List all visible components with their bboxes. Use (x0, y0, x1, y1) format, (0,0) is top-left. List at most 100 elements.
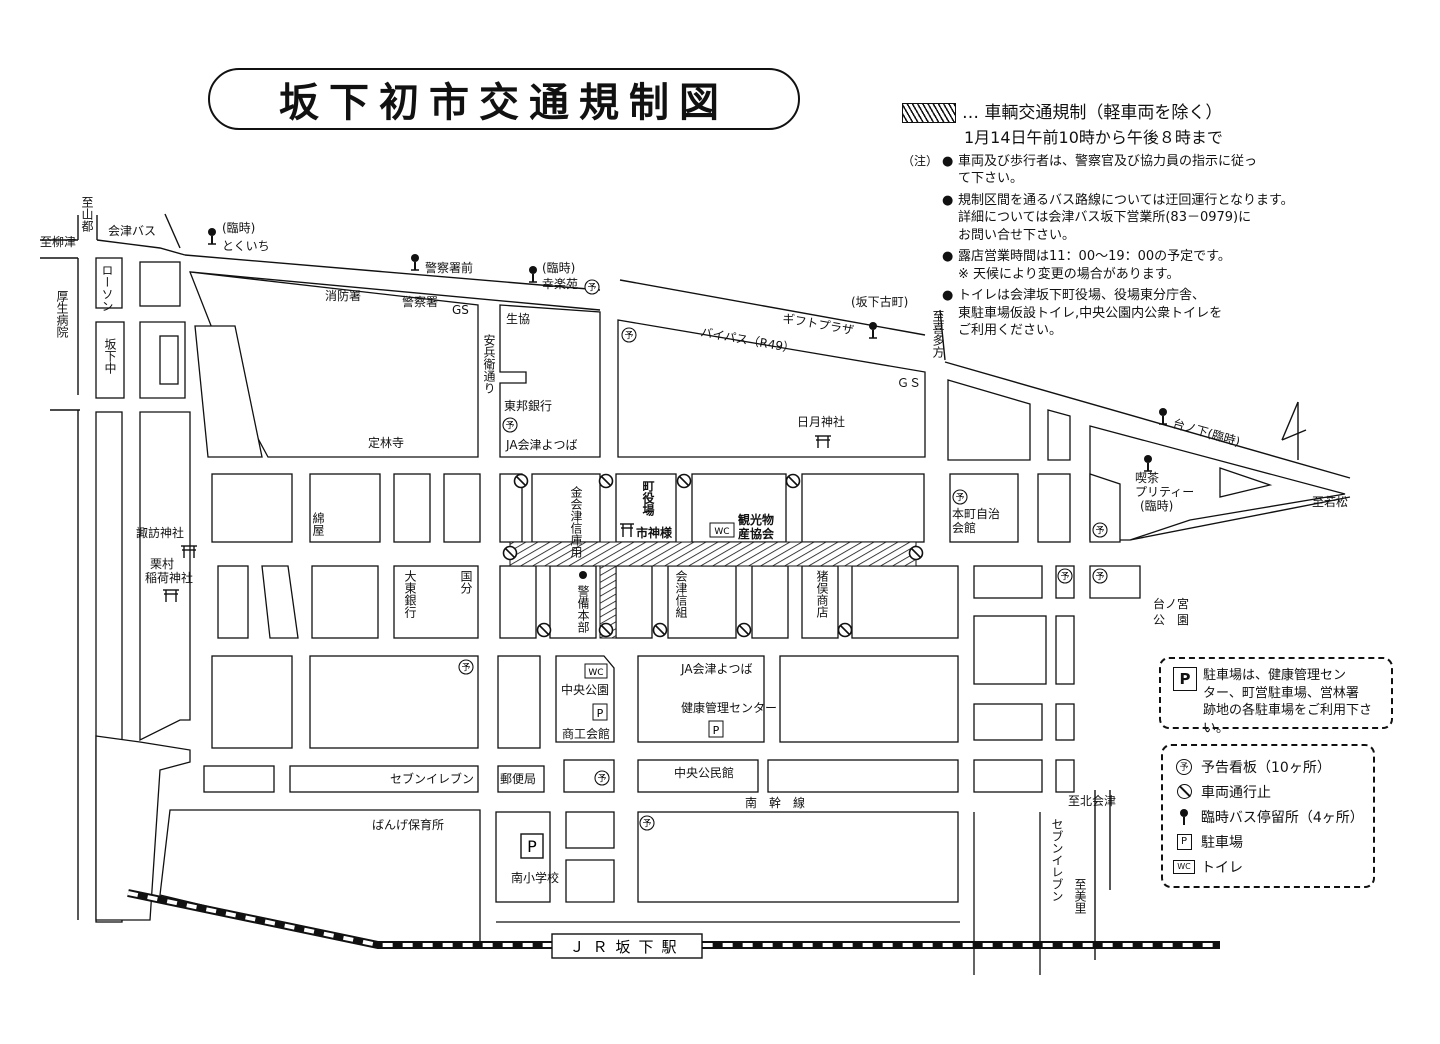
parking-line: 跡地の各駐車場をご利用下さい。 (1203, 703, 1373, 736)
label-ichigami: 市神様 (636, 525, 673, 540)
toilet-icon (584, 663, 608, 679)
label-chuo-koen: 中央公園 (561, 682, 609, 697)
label-honmachi: 会館 (952, 520, 976, 535)
bus-stop-icon (410, 253, 420, 271)
notice-board-icon (502, 417, 518, 433)
label-yubinkyoku: 郵便局 (500, 772, 536, 786)
legend-label: 臨時バス停留所（4ヶ所） (1200, 809, 1364, 826)
notice-board-icon (458, 659, 474, 675)
svg-text:P: P (597, 707, 604, 720)
label-shokokaikan: 商工会館 (562, 726, 610, 741)
toilet-icon (709, 522, 735, 538)
label-jr-station: ＪＲ坂下駅 (569, 938, 684, 956)
label-kaizu-shinyo: 金会津信庫用 (569, 485, 583, 559)
label-kanko: 観光物 (738, 512, 774, 527)
label-to-yamato: 至山都 (80, 196, 94, 232)
label-yasubee-dori: 安兵衛通り (482, 333, 496, 394)
no-entry-icon (908, 545, 924, 561)
no-entry-icon (736, 622, 752, 638)
label-koen: 公 園 (1153, 613, 1189, 627)
legend-label: 予告看板（10ヶ所） (1201, 759, 1331, 776)
parking-icon (520, 833, 544, 859)
label-minami-shogakko: 南小学校 (511, 870, 559, 885)
label-dainomiya: 台ノ宮 (1153, 596, 1189, 611)
parking-icon (592, 703, 608, 721)
note-line: て下さい。 (958, 171, 1024, 187)
label-seven-eleven: セブンイレブン (1050, 818, 1064, 902)
notice-board-icon (584, 279, 600, 295)
shrine-icon (163, 435, 831, 602)
bus-stop-icon (868, 321, 878, 339)
note-line: ご利用ください。 (958, 323, 1063, 339)
label-kenko-center: 健康管理センター (681, 700, 777, 715)
north-arrow-icon (1281, 401, 1307, 460)
map-facility-icons: WC WC P P P (163, 435, 831, 859)
label-nichigetsu-jinja: 日月神社 (797, 414, 845, 429)
label-aizu-shinkumi: 会津信組 (674, 570, 688, 618)
parking-note: P 駐車場は、健康管理センター、町営駐車場、営林署跡地の各駐車場をご利用下さい。 (1159, 657, 1393, 736)
label-kissa: 喫茶 (1135, 470, 1159, 485)
notice-board-icon (1092, 522, 1108, 538)
label-honmachi: 本町自治 (952, 507, 1000, 521)
label-keisatsusho-mae: 警察署前 (425, 260, 473, 275)
label-keibi-honbu: 警備本部 (576, 584, 590, 633)
label-wataya: 綿屋 (311, 512, 325, 537)
legend-item: 車両通行止 (1173, 779, 1363, 804)
regulation-label: … 車輌交通規制（軽車両を除く） (962, 103, 1223, 123)
label-rinji: (臨時) (542, 261, 575, 275)
label-to-mizato: 至美里 (1073, 878, 1087, 914)
bullet-icon: ● (942, 192, 954, 208)
no-entry-icon (513, 473, 529, 489)
bus-stop-icon (1158, 407, 1168, 425)
regulation-legend: … 車輌交通規制（軽車両を除く） (902, 102, 1422, 125)
parking-line: 駐車場は、健康管理セン (1203, 668, 1347, 683)
note-line: 車両及び歩行者は、警察官及び協力員の指示に従っ (958, 153, 1258, 169)
parking-icon: P (1173, 667, 1197, 691)
label-toho-ginko: 東邦銀行 (504, 399, 552, 413)
note-item: （注） ● 車両及び歩行者は、警察官及び協力員の指示に従って下さい。 (902, 153, 1422, 188)
no-entry-icon (837, 622, 853, 638)
label-pretty: プリティー (1135, 485, 1194, 499)
label-lawson: ローソン (100, 264, 114, 312)
map-labels: 会津バス 至柳津 至山都 (臨時) とくいち 警察署前 (臨時) 幸楽苑 消防署… (40, 196, 1348, 956)
parking-icon (708, 720, 724, 738)
regulation-zone (509, 541, 917, 639)
label-suwa-jinja: 諏訪神社 (136, 525, 184, 540)
bullet-icon: ● (942, 249, 954, 265)
note-line: 露店営業時間は11：00～19：00の予定です。 (958, 249, 1231, 265)
legend-item: 予 予告看板（10ヶ所） (1173, 754, 1363, 779)
label-inomata: 猪俣商店 (815, 570, 829, 618)
label-sakashita-chu: 坂下中 (103, 338, 117, 374)
map-title-box: 坂下初市交通規制図 (208, 68, 800, 130)
label-kurimura: 栗村 (150, 557, 174, 571)
note-line: ※ 天候により変更の場合があります。 (958, 266, 1180, 282)
bus-stop-icon (1179, 808, 1188, 825)
no-entry-icon (652, 622, 668, 638)
notice-board-icon (1057, 568, 1073, 584)
label-to-kitaaizu: 至北会津 (1068, 794, 1116, 808)
no-entry-icon (598, 622, 614, 638)
note-item: ● トイレは会津坂下町役場、役場東分庁舎、東駐車場仮設トイレ,中央公園内公衆トイ… (902, 287, 1422, 340)
bullet-icon: ● (942, 153, 954, 169)
svg-text:P: P (713, 724, 720, 737)
svg-text:WC: WC (588, 668, 603, 678)
legend-label: 車両通行止 (1201, 784, 1271, 801)
label-rinji: (臨時) (222, 221, 255, 235)
label-nankansen: 南 幹 線 (745, 795, 805, 810)
notice-board-icon (621, 327, 637, 343)
label-seikyo: 生協 (506, 311, 530, 326)
hatch-swatch-icon (902, 103, 956, 124)
label-seven-eleven: セブンイレブン (390, 771, 474, 786)
note-line: 詳細については会津バス坂下営業所(83－0979)に (958, 210, 1252, 226)
parking-line: ター、町営駐車場、営林署 (1203, 685, 1359, 701)
bullet-icon: ● (942, 288, 954, 304)
label-rinji: (臨時) (1140, 499, 1173, 513)
label-bange-hoikusho: ばんげ保育所 (372, 817, 444, 832)
info-panel: … 車輌交通規制（軽車両を除く） 1月14日午前10時から午後８時まで （注） … (902, 102, 1422, 344)
label-ja-yotsuba: JA会津よつば (505, 438, 578, 452)
label-keisatsusho: 警察署 (402, 294, 438, 309)
notice-board-icon (1092, 568, 1108, 584)
note-line: お問い合せ下さい。 (958, 227, 1076, 243)
label-furumachi: (坂下古町) (851, 294, 908, 309)
notice-board-icon: 予 (1176, 758, 1192, 775)
